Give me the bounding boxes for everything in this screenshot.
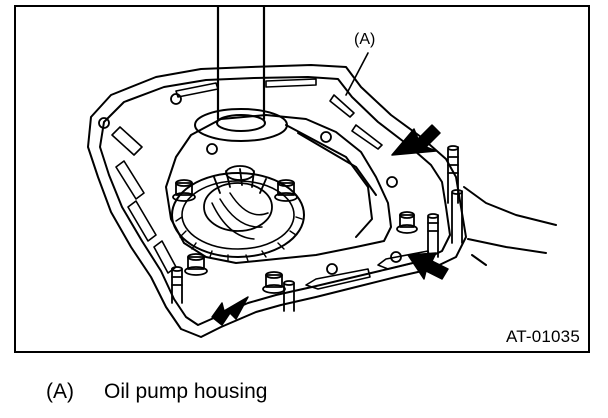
legend-description: Oil pump housing [104, 380, 268, 403]
housing-rib [285, 124, 373, 238]
housing-bolts [172, 179, 418, 294]
shaft-boss-outer [194, 108, 288, 142]
shaft-boss-inner [216, 114, 266, 132]
gasket-outline [87, 64, 467, 338]
arrow-lower-left [211, 296, 249, 326]
pump-rotor-assembly [171, 165, 305, 258]
lower-stud-pins [171, 266, 295, 312]
case-wall [463, 186, 557, 266]
housing-body [165, 114, 392, 264]
oil-pump-housing-illustration [87, 7, 557, 338]
stud-pins [427, 145, 463, 258]
gasket-slots [111, 78, 431, 290]
callout-label-a: (A) [354, 31, 376, 48]
arrow-upper-right [391, 124, 441, 156]
rotor-teeth-ring [175, 216, 303, 262]
housing-rib-edge [297, 132, 377, 196]
arrow-lower-right [407, 252, 449, 280]
figure-frame: (A) AT-01035 [14, 5, 590, 353]
input-shaft [216, 7, 266, 121]
callout-leader-a [345, 52, 369, 96]
gasket-bolt-holes [98, 93, 402, 275]
figure-legend: (A) Oil pump housing [46, 380, 267, 404]
indicator-arrows [211, 124, 449, 326]
figure-reference-code: AT-01035 [505, 327, 580, 346]
legend-key: (A) [46, 380, 74, 403]
